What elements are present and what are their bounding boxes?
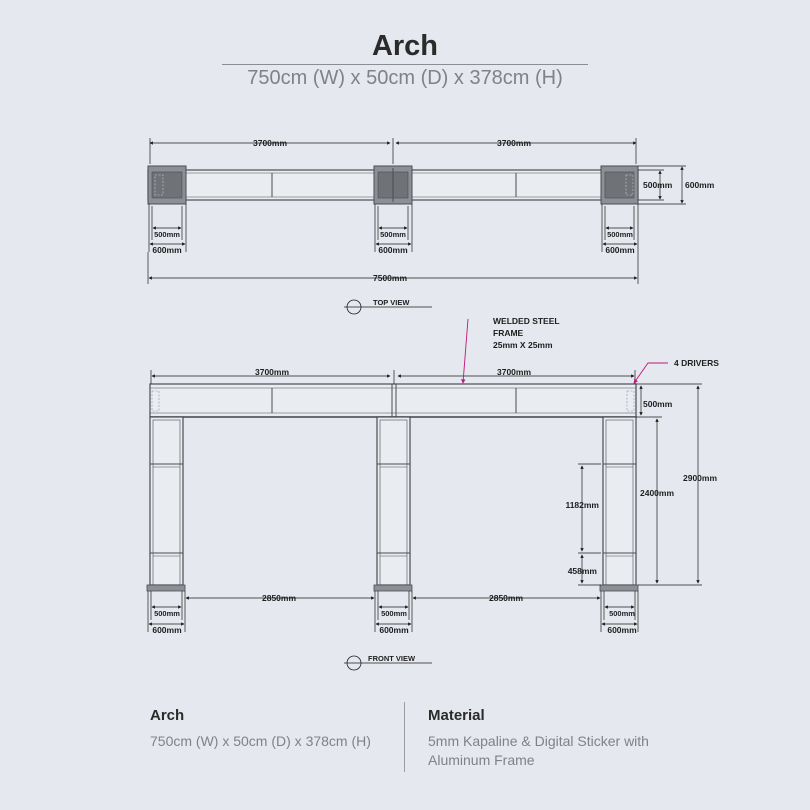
front-header-beam bbox=[149, 383, 637, 418]
front-span-left-label: 3700mm bbox=[255, 367, 289, 377]
front-view-labels: 3700mm 3700mm 500mm 2400mm 2900mm 1182mm… bbox=[152, 316, 719, 635]
top-view-symbol bbox=[344, 299, 432, 315]
page-subtitle: 750cm (W) x 50cm (D) x 378cm (H) bbox=[247, 67, 563, 89]
top-foot-outer-middle: 600mm bbox=[378, 245, 408, 255]
top-foot-outer-left: 600mm bbox=[152, 245, 182, 255]
front-view-dimensions bbox=[147, 370, 702, 632]
top-depth-outer-label: 600mm bbox=[685, 180, 715, 190]
footer-material: Material 5mm Kapaline & Digital Sticker … bbox=[428, 707, 728, 770]
front-foot-inner-right: 500mm bbox=[609, 609, 635, 618]
footer-divider bbox=[404, 702, 405, 772]
top-span-left-label: 3700mm bbox=[253, 138, 287, 148]
footer-product: Arch 750cm (W) x 50cm (D) x 378cm (H) bbox=[150, 707, 390, 751]
front-leg-height-label: 2400mm bbox=[640, 488, 674, 498]
front-foot-outer-right: 600mm bbox=[607, 625, 637, 635]
front-leg-left bbox=[146, 416, 186, 592]
top-foot-inner-middle: 500mm bbox=[380, 230, 406, 239]
callout-leaders bbox=[461, 318, 668, 384]
front-header-height-label: 500mm bbox=[643, 399, 673, 409]
footer-product-heading: Arch bbox=[150, 707, 185, 724]
callout-frame-line2: FRAME bbox=[493, 328, 524, 338]
front-leg-middle bbox=[373, 416, 413, 592]
front-foot-inner-left: 500mm bbox=[154, 609, 180, 618]
front-foot-inner-middle: 500mm bbox=[381, 609, 407, 618]
top-view-labels: 3700mm 3700mm 500mm 600mm 500mm 600mm 50… bbox=[152, 138, 714, 283]
top-foot-inner-left: 500mm bbox=[154, 230, 180, 239]
top-foot-outer-right: 600mm bbox=[605, 245, 635, 255]
top-depth-inner-label: 500mm bbox=[643, 180, 673, 190]
footer-material-heading: Material bbox=[428, 707, 485, 724]
page-title: Arch bbox=[371, 30, 439, 62]
front-foot-outer-middle: 600mm bbox=[379, 625, 409, 635]
top-view-label: TOP VIEW bbox=[373, 298, 410, 307]
callout-frame-line3: 25mm X 25mm bbox=[493, 340, 553, 350]
footer-product-dimensions: 750cm (W) x 50cm (D) x 378cm (H) bbox=[150, 733, 371, 749]
front-span-right-label: 3700mm bbox=[497, 367, 531, 377]
front-total-height-label: 2900mm bbox=[683, 473, 717, 483]
callout-drivers: 4 DRIVERS bbox=[674, 358, 719, 368]
top-total-width-label: 7500mm bbox=[373, 273, 407, 283]
front-gap-right-label: 2850mm bbox=[489, 593, 523, 603]
front-gap-left-label: 2850mm bbox=[262, 593, 296, 603]
front-view-symbol bbox=[344, 655, 432, 671]
footer-material-line2: Aluminum Frame bbox=[428, 752, 535, 768]
front-base-height-label: 458mm bbox=[568, 566, 598, 576]
front-panel-height-label: 1182mm bbox=[565, 500, 599, 510]
front-leg-right bbox=[599, 416, 639, 592]
top-view-dimensions bbox=[147, 138, 686, 284]
top-view bbox=[147, 165, 639, 205]
front-view bbox=[146, 383, 639, 592]
top-foot-inner-right: 500mm bbox=[607, 230, 633, 239]
footer-material-line1: 5mm Kapaline & Digital Sticker with bbox=[428, 733, 649, 749]
front-view-label: FRONT VIEW bbox=[368, 654, 416, 663]
callout-frame-line1: WELDED STEEL bbox=[493, 316, 560, 326]
title-divider bbox=[222, 64, 588, 65]
front-foot-outer-left: 600mm bbox=[152, 625, 182, 635]
top-span-right-label: 3700mm bbox=[497, 138, 531, 148]
